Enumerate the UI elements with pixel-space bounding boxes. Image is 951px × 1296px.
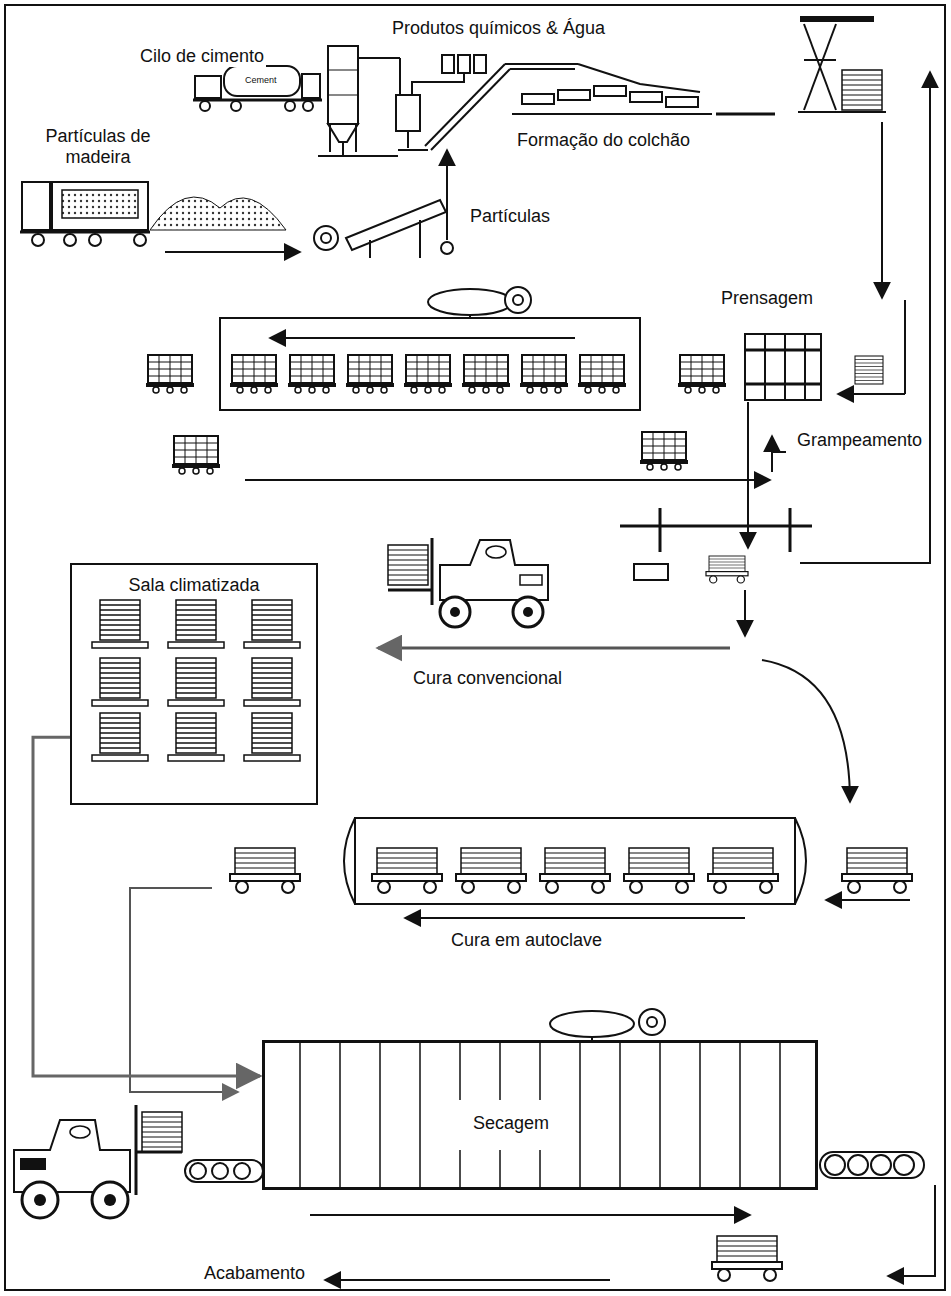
process-label: Partículas de madeira: [38, 126, 158, 167]
process-label: Cement: [243, 75, 279, 85]
process-label: Partículas: [468, 206, 552, 227]
dryer-box: Secagem: [262, 1040, 818, 1190]
process-label: Prensagem: [719, 288, 815, 309]
process-label: Cilo de cimento: [138, 46, 266, 67]
process-label: Formação do colchão: [515, 130, 692, 151]
process-label: Cura convencional: [411, 668, 564, 689]
climate-room-box: Sala climatizada: [70, 563, 318, 805]
node-title: Sala climatizada: [125, 575, 262, 596]
process-label: Cura em autoclave: [449, 930, 604, 951]
node-title: Secagem: [470, 1113, 552, 1134]
flow-arrow: [33, 737, 260, 1076]
process-label: Produtos químicos & Água: [390, 18, 607, 39]
process-label: Grampeamento: [795, 430, 924, 451]
process-label: Acabamento: [202, 1263, 307, 1284]
